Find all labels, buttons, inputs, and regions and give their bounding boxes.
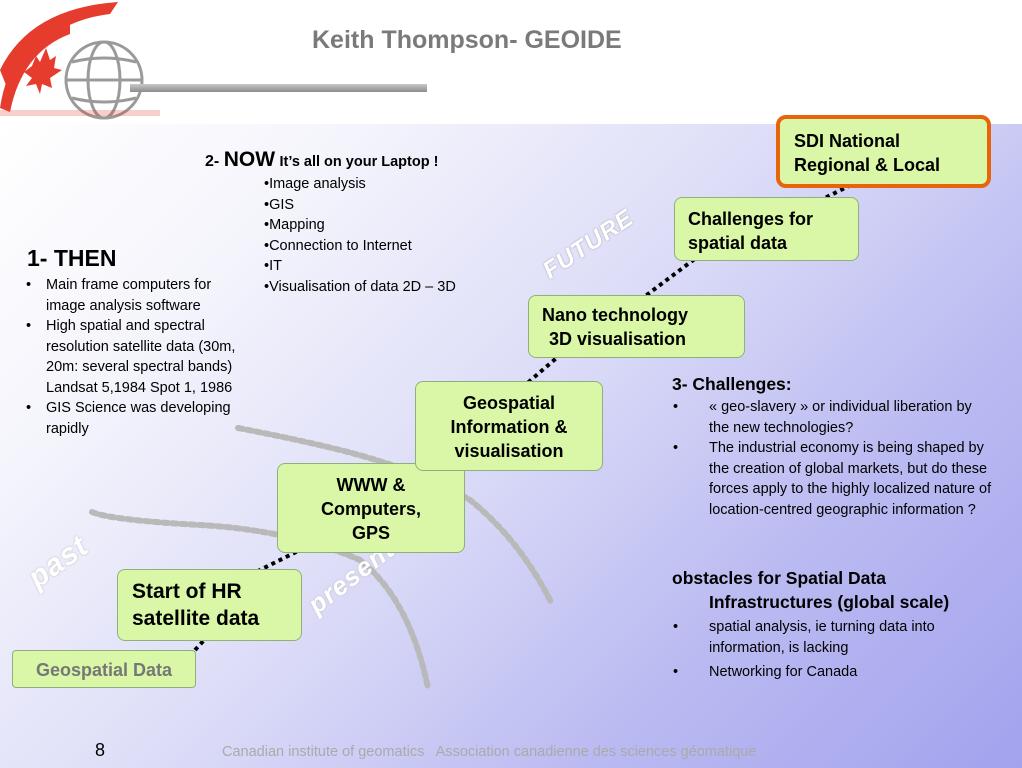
step-label: SDI National (794, 131, 901, 151)
step-nano: Nano technology 3D visualisation (528, 295, 745, 358)
presentation-title: Keith Thompson- GEOIDE (312, 26, 622, 54)
now-heading: 2- NOW It’s all on your Laptop ! (205, 148, 438, 172)
step-geospatial-info: Geospatial Information & visualisation (415, 381, 603, 471)
step-label: WWW & (336, 475, 406, 495)
list-item: •Connection to Internet (264, 237, 412, 254)
now-rest: It’s all on your Laptop ! (279, 154, 439, 170)
footer-text: Canadian institute of geomatics Associat… (222, 744, 757, 760)
then-heading: 1- THEN (27, 245, 117, 271)
challenges-list: « geo-slavery » or individual liberation… (671, 397, 993, 520)
step-label: Start of HR (132, 580, 242, 603)
list-item: « geo-slavery » or individual liberation… (671, 397, 993, 438)
step-start-hr: Start of HR satellite data (117, 569, 302, 641)
step-label: GPS (351, 523, 390, 543)
list-item: Networking for Canada (671, 662, 993, 683)
step-www: WWW & Computers, GPS (277, 463, 465, 553)
step-label: Challenges for (688, 209, 814, 229)
list-item: GIS Science was developing rapidly (26, 398, 240, 439)
step-label: satellite data (132, 607, 260, 630)
step-geospatial-data: Geospatial Data (12, 650, 196, 688)
now-prefix: 2- (205, 153, 220, 170)
step-label: Information & (450, 417, 568, 437)
step-label: 3D visualisation (549, 329, 687, 349)
then-list: Main frame computers for image analysis … (26, 275, 240, 439)
list-item: spatial analysis, ie turning data into i… (671, 617, 993, 658)
list-item: High spatial and spectral resolution sat… (26, 316, 240, 398)
list-item: •Image analysis (264, 176, 366, 192)
header: Keith Thompson- GEOIDE (0, 0, 1022, 124)
step-label: Computers, (320, 499, 421, 519)
list-item: •IT (264, 258, 282, 274)
step-label: Geospatial Data (35, 660, 173, 680)
list-item: Main frame computers for image analysis … (26, 275, 240, 316)
obstacles-list: spatial analysis, ie turning data into i… (671, 617, 993, 683)
step-label: Nano technology (542, 305, 689, 325)
step-sdi: SDI National Regional & Local (776, 115, 991, 188)
obstacles-heading: obstacles for Spatial Data Infrastructur… (672, 566, 949, 614)
step-label: Regional & Local (794, 155, 941, 175)
header-divider (130, 84, 427, 92)
step-label: Geospatial (462, 393, 556, 413)
page-number: 8 (95, 740, 106, 760)
obstacles-line: obstacles for Spatial Data (672, 568, 886, 588)
list-item: •Mapping (264, 217, 325, 233)
step-challenges: Challenges for spatial data (674, 197, 859, 261)
list-item: •Visualisation of data 2D – 3D (264, 278, 456, 295)
now-big: NOW (223, 148, 276, 171)
challenges-heading: 3- Challenges: (672, 374, 792, 394)
step-label: visualisation (454, 441, 564, 461)
now-list: •Image analysis •GIS •Mapping •Connectio… (264, 174, 524, 297)
step-label: spatial data (688, 233, 788, 253)
list-item: •GIS (264, 196, 295, 213)
list-item: The industrial economy is being shaped b… (671, 438, 993, 520)
obstacles-line: Infrastructures (global scale) (709, 592, 950, 612)
canada-globe-logo (0, 2, 160, 120)
